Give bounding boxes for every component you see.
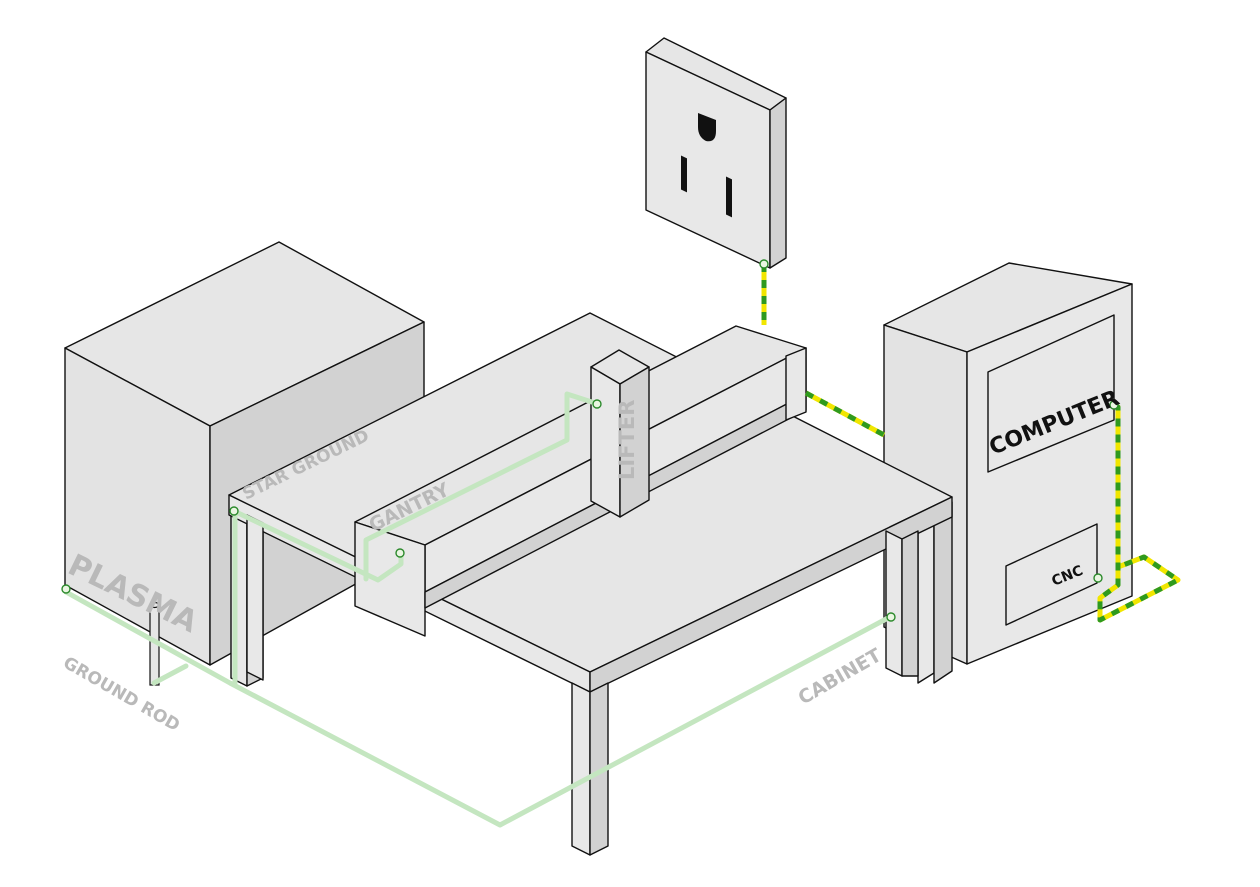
cnc-panel	[1005, 523, 1098, 626]
outlet-ground-hole-icon	[698, 113, 716, 142]
cabinet-label: CABINET	[795, 644, 886, 709]
computer-panel	[987, 314, 1115, 473]
wire-ground-rod	[151, 663, 189, 686]
outlet-slot-right-icon	[726, 176, 732, 218]
wire-star-to-lifter	[233, 509, 404, 583]
wire-gantry-to-lifter	[363, 391, 601, 582]
ground-rod-label: GROUND ROD	[60, 653, 184, 736]
wall-outlet	[645, 37, 787, 269]
outlet-slot-left-icon	[681, 155, 687, 193]
wire-plasma-to-cabinet	[63, 589, 891, 828]
terminals	[61, 259, 1119, 622]
earth-wires	[761, 264, 1181, 623]
lifter-label: LIFTER	[615, 400, 639, 480]
ground-wires	[63, 391, 891, 828]
